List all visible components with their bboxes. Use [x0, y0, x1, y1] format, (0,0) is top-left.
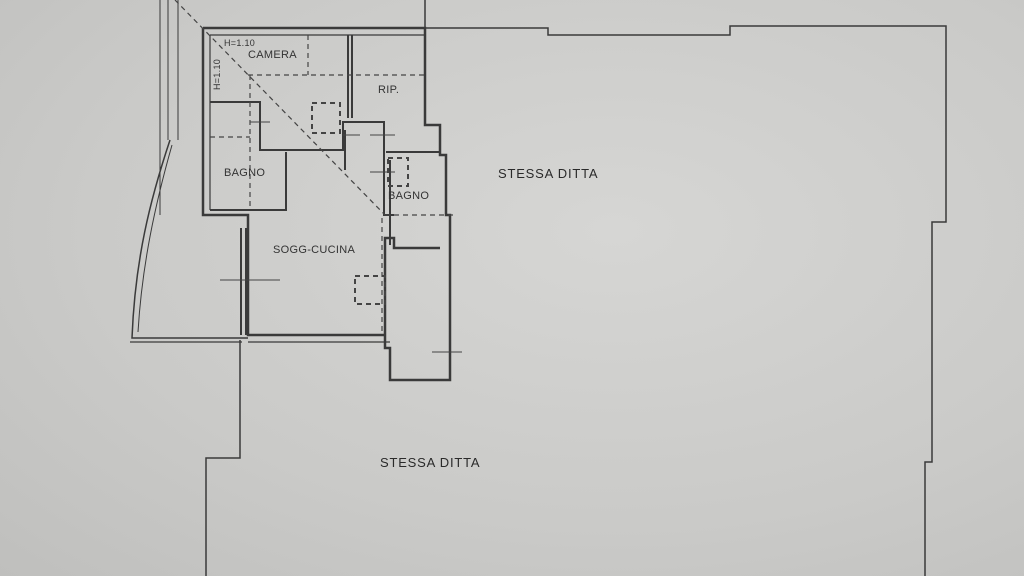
room-label-camera: CAMERA: [248, 49, 297, 61]
diagonal-dashed-line: [174, 0, 386, 216]
neighbor-label-right: STESSA DITTA: [498, 166, 599, 181]
height-annotation: H=1.10: [224, 38, 256, 48]
height-annotation-vertical: H=1.10: [212, 58, 222, 90]
neighbor-label-bottom: STESSA DITTA: [380, 455, 481, 470]
room-label-bagno-2: BAGNO: [388, 190, 430, 202]
room-label-rip: RIP.: [378, 84, 400, 96]
room-label-sogg-cucina: SOGG-CUCINA: [273, 244, 356, 256]
neighbor-right-outline: [424, 0, 947, 576]
room-label-bagno: BAGNO: [224, 167, 266, 179]
neighbor-bottom-outline: [205, 340, 241, 576]
